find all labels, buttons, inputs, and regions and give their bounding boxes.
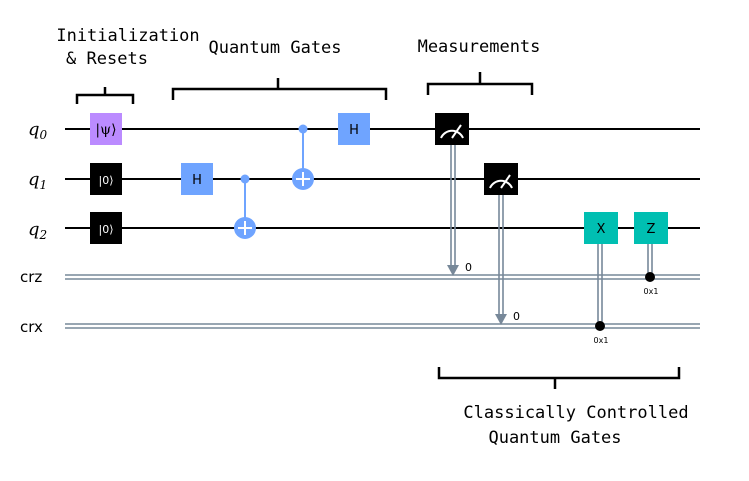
- wire-crz: [65, 274, 700, 280]
- wire-label-crz: crz: [20, 268, 42, 286]
- svg-text:H: H: [349, 123, 359, 138]
- control-dot: [240, 174, 250, 184]
- condition-dot: [645, 272, 655, 282]
- svg-text:q2: q2: [28, 219, 47, 242]
- svg-text:X: X: [597, 222, 606, 237]
- wire-label-q1: q1: [28, 169, 47, 192]
- svg-text:0: 0: [513, 310, 520, 323]
- wire-label-q0: q0: [28, 119, 48, 142]
- conditional-z-gate: Z 0x1: [634, 212, 668, 296]
- measure-q1-crx: 0: [484, 163, 520, 325]
- measure-arrow: [447, 265, 459, 276]
- bracket-classical: [437, 367, 681, 389]
- svg-text:0: 0: [465, 261, 472, 274]
- conditional-x-gate: X 0x1: [584, 212, 618, 345]
- cnot-q0-q1: [292, 124, 314, 190]
- annotation-classical-line1: Classically Controlled: [463, 403, 688, 423]
- wire-crx: [65, 323, 700, 329]
- h-gate-q1: H: [181, 163, 213, 195]
- bracket-init: [75, 87, 135, 104]
- meter-icon: [440, 129, 464, 139]
- svg-text:q0: q0: [28, 119, 48, 142]
- initialize-gate-q0: |ψ⟩: [90, 113, 122, 145]
- reset-gate-q1: |0⟩: [90, 163, 122, 195]
- wire-label-crx: crx: [20, 318, 43, 336]
- meter-icon: [489, 179, 513, 189]
- annotation-init-line1: Initialization: [56, 26, 199, 46]
- svg-text:|0⟩: |0⟩: [99, 223, 114, 236]
- bracket-measurements: [426, 72, 534, 95]
- svg-text:q1: q1: [28, 169, 47, 192]
- bracket-quantum-gates: [171, 78, 388, 100]
- svg-text:|ψ⟩: |ψ⟩: [95, 122, 116, 138]
- reset-gate-q2: |0⟩: [90, 212, 122, 244]
- annotation-init-line2: & Resets: [66, 49, 148, 69]
- cnot-q1-q2: [234, 174, 256, 239]
- measure-arrow: [495, 314, 507, 325]
- condition-dot: [595, 321, 605, 331]
- h-gate-q0: H: [338, 113, 370, 145]
- measure-q0-crz: 0: [435, 113, 472, 276]
- svg-text:0x1: 0x1: [644, 287, 659, 296]
- svg-text:|0⟩: |0⟩: [99, 174, 114, 187]
- svg-text:0x1: 0x1: [594, 336, 609, 345]
- annotation-quantum-gates: Quantum Gates: [208, 38, 341, 58]
- wire-label-q2: q2: [28, 219, 47, 242]
- svg-text:H: H: [192, 173, 202, 188]
- svg-text:Z: Z: [647, 222, 656, 237]
- control-dot: [298, 124, 308, 134]
- annotation-classical-line2: Quantum Gates: [488, 428, 621, 448]
- annotation-measurements: Measurements: [418, 37, 541, 57]
